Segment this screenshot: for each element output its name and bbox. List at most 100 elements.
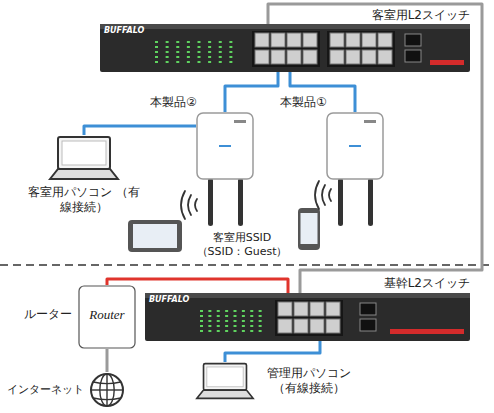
status-led (259, 310, 262, 312)
brand-label: BUFFALO (104, 26, 144, 36)
sfp-slot (405, 34, 421, 46)
sfp-slot (405, 50, 421, 62)
status-led (250, 320, 253, 322)
network-cable (225, 341, 320, 362)
lan-port (378, 50, 392, 64)
laptop-lid (204, 364, 247, 390)
lan-port (326, 302, 340, 316)
status-led (208, 330, 211, 332)
wifi-arc (322, 185, 325, 205)
lan-port (255, 33, 269, 47)
lan-port (303, 33, 317, 47)
status-led (242, 325, 245, 327)
status-led (259, 330, 262, 332)
admin-pc: 管理用パソコン （有線接続） (195, 362, 357, 400)
phone-screen (301, 213, 318, 244)
tablet-screen (133, 224, 177, 248)
l2-switch-shape (100, 24, 470, 72)
ap-mark (219, 145, 231, 147)
lan-port (326, 319, 340, 333)
lan-port (287, 33, 301, 47)
status-led (155, 61, 158, 63)
access-point-shape (326, 112, 384, 180)
status-led (198, 61, 201, 63)
lan-port (362, 50, 376, 64)
status-led (219, 56, 222, 58)
laptop-lid (58, 137, 110, 169)
status-led (259, 320, 262, 322)
lan-port (330, 33, 344, 47)
wifi-arc (195, 199, 197, 211)
status-led (176, 51, 179, 53)
status-led (200, 315, 203, 317)
status-led (208, 41, 211, 43)
status-led (166, 46, 169, 48)
switch-bevel (145, 293, 470, 298)
node-label: 本製品① (280, 95, 327, 110)
status-led (187, 56, 190, 58)
laptop-screen (62, 141, 106, 165)
status-led (234, 320, 237, 322)
status-led (217, 315, 220, 317)
phone-icon (298, 208, 320, 250)
status-led (229, 61, 232, 63)
port-block (327, 31, 395, 67)
internet-globe: インターネット (88, 372, 126, 408)
status-led (219, 51, 222, 53)
status-led (242, 330, 245, 332)
status-led (250, 315, 253, 317)
node-label: インターネット (7, 383, 84, 396)
lan-port (255, 50, 269, 64)
status-led (166, 61, 169, 63)
lan-port (346, 50, 360, 64)
tablet-body (128, 220, 182, 252)
wifi-arc (329, 189, 331, 201)
lan-port (303, 50, 317, 64)
lan-port (278, 319, 292, 333)
antenna (368, 178, 373, 226)
status-led (166, 51, 169, 53)
antennas (208, 178, 373, 226)
status-led (217, 330, 220, 332)
lan-port (310, 302, 324, 316)
internet-globe-shape (88, 372, 126, 408)
status-led (200, 310, 203, 312)
status-led (225, 310, 228, 312)
switch-body (145, 293, 470, 341)
status-led (176, 41, 179, 43)
lan-port (294, 302, 308, 316)
status-led (242, 320, 245, 322)
antenna (208, 178, 213, 226)
node-heading: ルーター (24, 307, 72, 322)
status-led (208, 310, 211, 312)
status-led (219, 41, 222, 43)
status-led (198, 46, 201, 48)
status-led (198, 56, 201, 58)
poe-stripe (390, 329, 464, 334)
status-led (225, 330, 228, 332)
status-led (208, 51, 211, 53)
port-block (275, 300, 343, 336)
status-led (242, 315, 245, 317)
lan-port (362, 33, 376, 47)
status-led (155, 51, 158, 53)
status-led (250, 330, 253, 332)
status-led (187, 51, 190, 53)
status-led (219, 61, 222, 63)
network-cable (225, 72, 278, 112)
status-led (234, 325, 237, 327)
node-label: 本製品② (150, 95, 197, 110)
status-led (217, 320, 220, 322)
l2-switch-shape (145, 293, 470, 341)
status-led (229, 41, 232, 43)
ap-logo (234, 120, 246, 123)
node-label: 管理用パソコン （有線接続） (261, 366, 357, 396)
status-led (229, 46, 232, 48)
status-led (155, 46, 158, 48)
wifi-waves (181, 181, 331, 219)
lan-port (378, 33, 392, 47)
node-label: 基幹L2スイッチ (384, 276, 470, 291)
status-led (229, 51, 232, 53)
router-body (79, 286, 135, 348)
